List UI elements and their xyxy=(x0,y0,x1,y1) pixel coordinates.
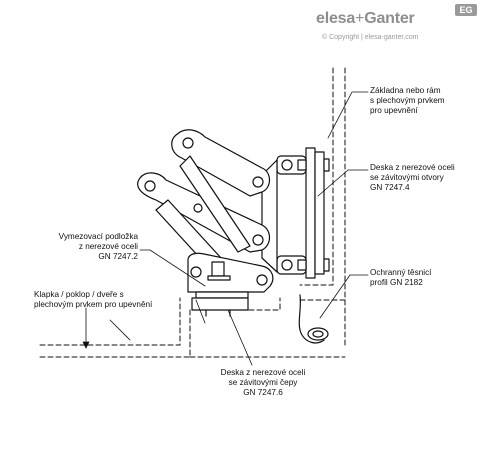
logo-plus: + xyxy=(355,10,365,27)
leader-lines xyxy=(85,91,369,366)
label-seal: Ochranný těsnicí profil GN 2182 xyxy=(370,268,432,287)
flap-arrow xyxy=(82,341,90,349)
label-spacer: Vymezovací podložka z nerezové oceli GN … xyxy=(58,232,138,261)
frame-outline xyxy=(299,67,346,349)
flap-base xyxy=(187,252,274,293)
logo-text-left: elesa xyxy=(316,10,356,27)
brand-logo: elesa+Ganter xyxy=(316,10,415,28)
label-plate-threaded-holes: Deska z nerezové oceli se závitovými otv… xyxy=(370,163,455,192)
flap-outline xyxy=(39,297,346,358)
plate-threaded-holes xyxy=(276,147,330,279)
logo-badge: EG xyxy=(455,4,477,16)
label-frame: Základna nebo rám s plechovým prvkem pro… xyxy=(370,86,445,115)
upper-link xyxy=(171,129,271,197)
plate-threaded-studs xyxy=(191,297,249,311)
label-plate-threaded-studs: Deska z nerezové oceli se závitovými čep… xyxy=(220,368,306,397)
copyright-text: © Copyright | elesa-ganter.com xyxy=(322,34,419,41)
spacer-washer xyxy=(195,291,249,299)
logo-text-right: Ganter xyxy=(364,10,415,27)
seal-profile xyxy=(298,294,329,344)
label-flap: Klapka / poklop / dveře s plechovým prvk… xyxy=(34,290,153,309)
